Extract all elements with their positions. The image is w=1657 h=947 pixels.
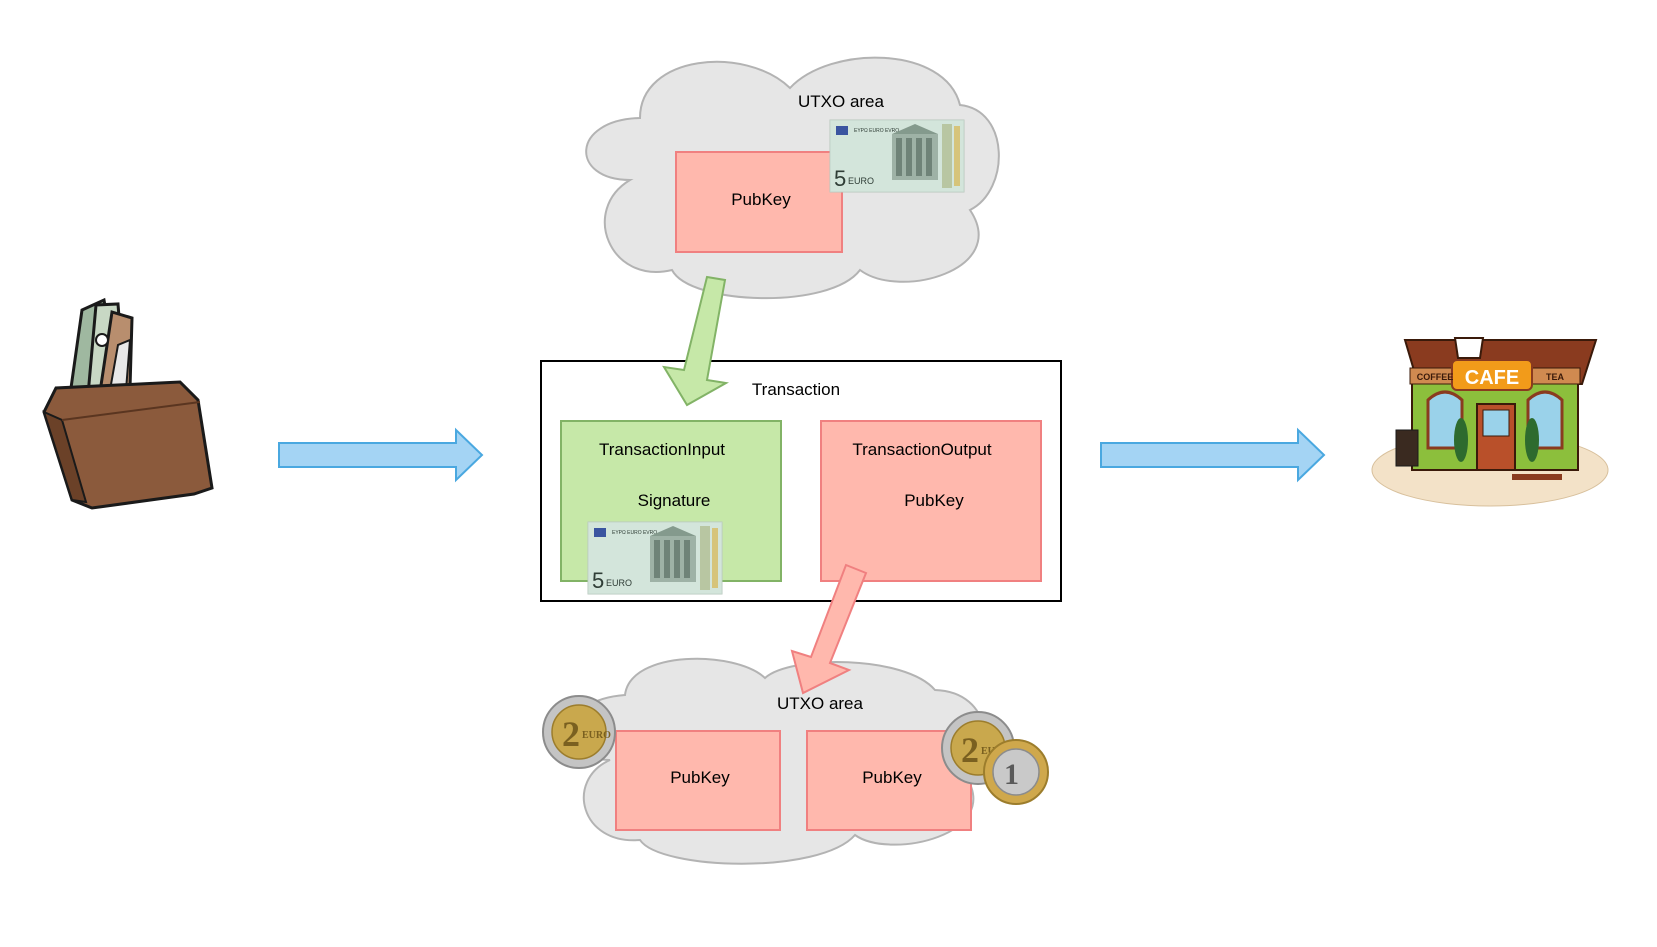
transaction-output-pubkey: PubKey — [904, 491, 964, 510]
arrow-icon — [662, 275, 729, 407]
bottom-cloud-title: UTXO area — [777, 694, 864, 713]
banknote-icon — [829, 119, 965, 193]
cafe-left-text: COFFEE — [1417, 372, 1454, 382]
transaction-title: Transaction — [752, 380, 840, 399]
transaction-input-title: TransactionInput — [599, 440, 725, 459]
arrow-icon — [790, 563, 868, 695]
top-pubkey-box — [675, 151, 843, 253]
transaction-box — [540, 360, 1062, 602]
cafe-icon: CAFE COFFEE TEA — [1371, 337, 1609, 507]
top-cloud-title: UTXO area — [798, 92, 885, 111]
coin-icon — [983, 739, 1049, 805]
wallet-icon — [42, 297, 214, 510]
coin-icon — [542, 695, 616, 769]
top-pubkey-label: PubKey — [731, 190, 791, 209]
transaction-input-signature: Signature — [638, 491, 711, 510]
cafe-right-text: TEA — [1546, 372, 1565, 382]
bottom-pubkey-label-right: PubKey — [862, 768, 922, 787]
arrow-icon — [1100, 427, 1326, 483]
transaction-output-box — [820, 420, 1042, 582]
bottom-pubkey-label-left: PubKey — [670, 768, 730, 787]
cafe-sign: CAFE — [1465, 367, 1519, 389]
banknote-icon — [587, 521, 723, 595]
transaction-output-title: TransactionOutput — [852, 440, 991, 459]
arrow-icon — [278, 427, 484, 483]
bottom-pubkey-box-left — [615, 730, 781, 831]
